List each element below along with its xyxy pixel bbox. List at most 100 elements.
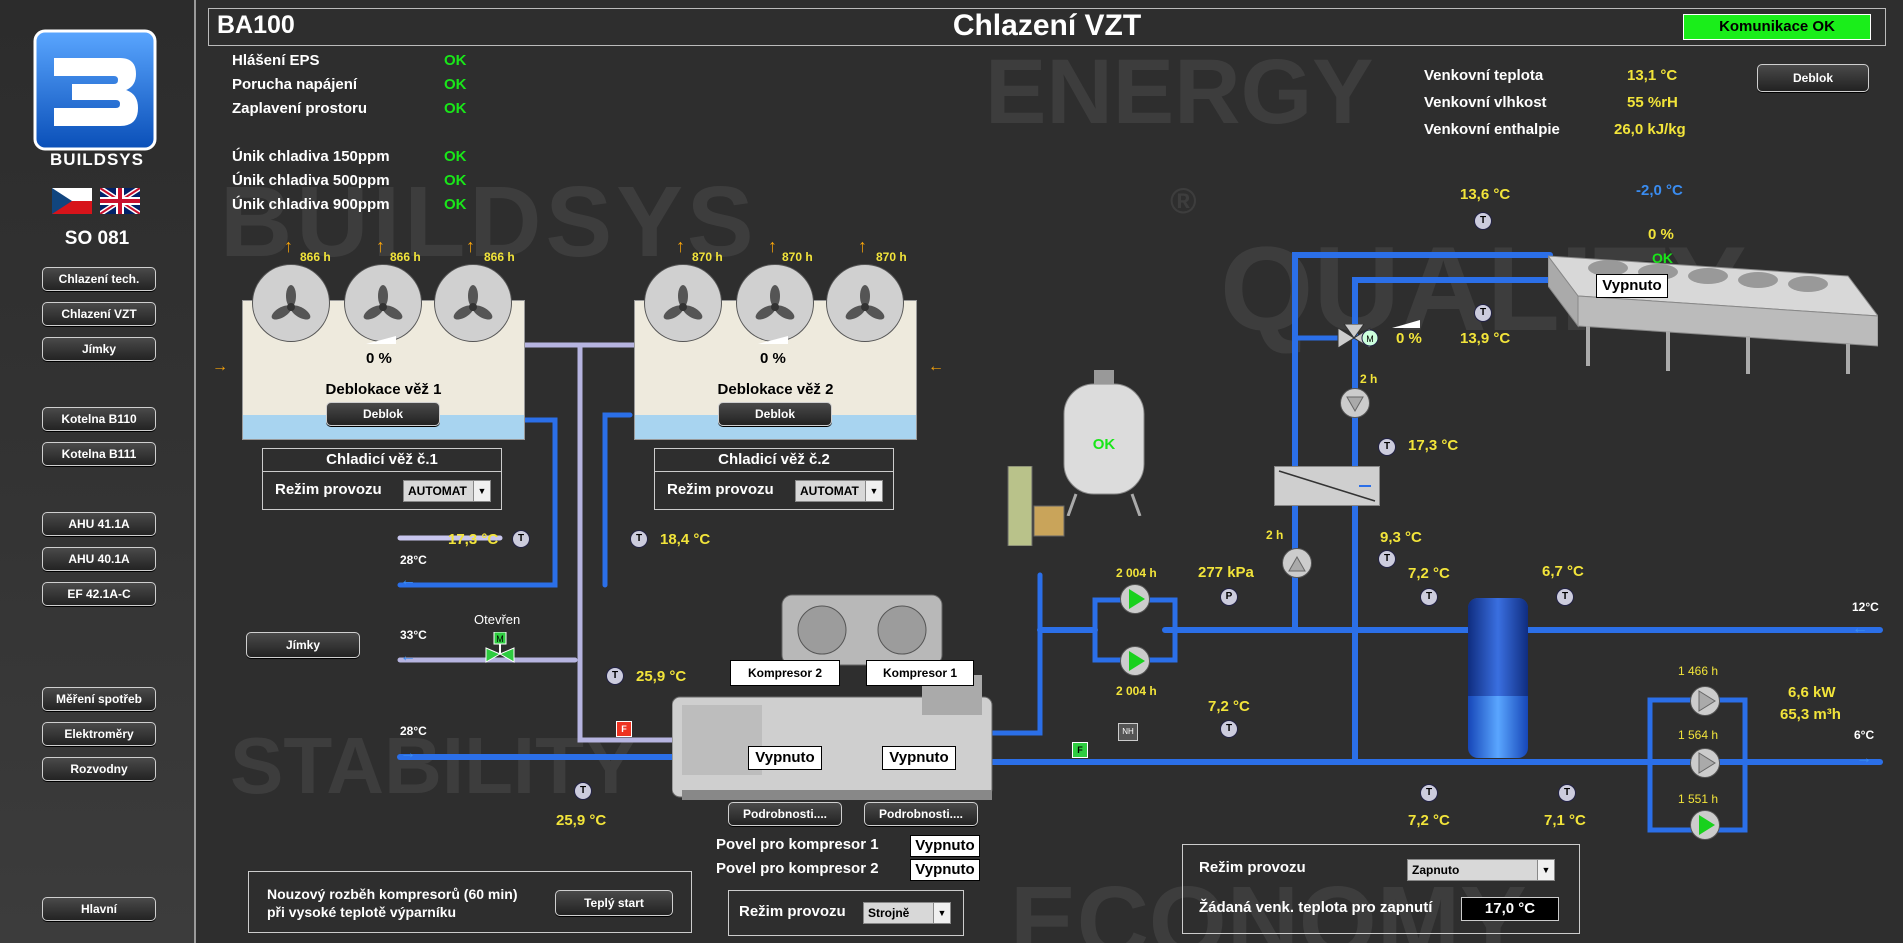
watermark-registered: ® — [1170, 180, 1197, 221]
svg-text:M: M — [496, 634, 504, 644]
fc-mixing-valve-icon[interactable]: M — [1334, 323, 1379, 354]
cmd-2-value[interactable]: Vypnuto — [910, 859, 980, 881]
emergency-panel: Nouzový rozběh kompresorů (60 min) při v… — [248, 871, 692, 933]
nav-elektromery[interactable]: Elektroměry — [42, 722, 156, 746]
flag-cz-icon[interactable] — [52, 188, 92, 214]
fc-valve-ramp-icon — [1392, 320, 1420, 328]
chiller-mode-panel: Režim provozu Strojně▼ — [728, 890, 964, 936]
tower-1-fan-pct: 0 % — [366, 350, 392, 367]
fc-temp-supply-top-sensor-icon: T — [1474, 212, 1492, 230]
expansion-status: OK — [1092, 436, 1116, 453]
fan-icon — [755, 285, 795, 320]
cond-temp-tower-out: 18,4 °C — [660, 531, 711, 548]
nav-ahu-41-1a[interactable]: AHU 41.1A — [42, 512, 156, 536]
outdoor-hum-label: Venkovní vlhkost — [1424, 94, 1547, 111]
tower-2-deblock-title: Deblokace věž 2 — [717, 381, 834, 398]
chevron-down-icon: ▼ — [473, 481, 490, 501]
tower-2-fan-3[interactable] — [826, 264, 904, 342]
chiller-icon — [671, 594, 993, 800]
outdoor-deblok-button[interactable]: Deblok — [1757, 64, 1869, 92]
compressor-1-state: Vypnuto — [882, 746, 956, 770]
fc-pump-a-icon[interactable] — [1340, 388, 1370, 418]
tower-1-fan-1[interactable] — [252, 264, 330, 342]
cmd-1-value[interactable]: Vypnuto — [910, 835, 980, 857]
outdoor-enth-value: 26,0 kJ/kg — [1614, 121, 1686, 138]
tower-2-deblok-button[interactable]: Deblok — [718, 402, 832, 426]
fc-temp-return-top-sensor-icon: T — [1474, 304, 1492, 322]
nav-hlavni[interactable]: Hlavní — [42, 897, 156, 921]
outdoor-enth-label: Venkovní enthalpie — [1424, 121, 1560, 138]
chevron-down-icon: ▼ — [1537, 860, 1554, 880]
tower-2-fan-2[interactable] — [736, 264, 814, 342]
pump-top-icon[interactable] — [1120, 584, 1150, 614]
fc-mode-panel: Režim provozu Zapnuto▼ Žádaná venk. tepl… — [1182, 844, 1580, 934]
fc-mode-select[interactable]: Zapnuto▼ — [1407, 859, 1555, 881]
fc-setpoint-label: Žádaná venk. teplota pro zapnutí — [1199, 899, 1433, 916]
sec-pump-1-icon[interactable] — [1690, 686, 1720, 716]
nav-kotelna-b111[interactable]: Kotelna B111 — [42, 442, 156, 466]
tower-1-panel: Chladicí věž č.1 Režim provozu AUTOMAT▼ — [262, 448, 502, 510]
alarm-label-leak-900: Únik chladiva 900ppm — [232, 196, 390, 213]
nav-ahu-40-1a[interactable]: AHU 40.1A — [42, 547, 156, 571]
tower-1-deblok-button[interactable]: Deblok — [326, 402, 440, 426]
valve-state: Otevřen — [474, 612, 521, 627]
cond-supply-label: 28°C — [400, 724, 427, 738]
nav-mereni-spotreb[interactable]: Měření spotřeb — [42, 687, 156, 711]
tower-2-panel: Chladicí věž č.2 Režim provozu AUTOMAT▼ — [654, 448, 894, 510]
three-way-valve-icon[interactable]: M — [484, 631, 516, 668]
warm-start-button[interactable]: Teplý start — [555, 890, 673, 916]
fc-setpoint-value[interactable]: 17,0 °C — [1461, 897, 1559, 921]
tower-1-deblock-title: Deblokace věž 1 — [325, 381, 442, 398]
tower-1-mode-label: Režim provozu — [275, 481, 382, 498]
compressor-2-details-button[interactable]: Podrobnosti.... — [728, 802, 842, 826]
jimky-button[interactable]: Jímky — [246, 632, 360, 658]
fc-pump-a-hours: 2 h — [1360, 372, 1378, 386]
tower-2-mode-select[interactable]: AUTOMAT▼ — [795, 480, 883, 502]
nav-chlazeni-tech[interactable]: Chlazení tech. — [42, 267, 156, 291]
tower-1-up-arrow-icon: ↑ — [466, 236, 475, 256]
tower-2-fan-1[interactable] — [644, 264, 722, 342]
pressure-sensor-icon: P — [1220, 588, 1238, 606]
tower-1-fan-2[interactable] — [344, 264, 422, 342]
chiller-unit — [671, 585, 1004, 815]
tower-1-up-arrow-icon: ↑ — [376, 236, 385, 256]
chiller-mode-select[interactable]: Strojně▼ — [863, 902, 951, 924]
nav-jimky[interactable]: Jímky — [42, 337, 156, 361]
alarm-label-leak-150: Únik chladiva 150ppm — [232, 148, 390, 165]
tower-2-up-arrow-icon: ↑ — [676, 236, 685, 256]
watermark-buildsys: BUILDSYS — [220, 166, 758, 278]
chiller-mode-label: Režim provozu — [739, 903, 846, 920]
cond-33-arrow-icon: ← — [400, 648, 416, 665]
temp-tank-out-top: 6,7 °C — [1542, 563, 1584, 580]
fan-icon — [845, 285, 885, 320]
pump-bottom-icon[interactable] — [1120, 646, 1150, 676]
heat-exchanger-icon — [1278, 470, 1376, 502]
cond-temp-tower-sensor-icon: T — [630, 530, 648, 548]
flag-uk-icon[interactable] — [98, 185, 142, 217]
tower-2-ramp-icon — [758, 336, 788, 344]
tower-1-mode-select[interactable]: AUTOMAT▼ — [403, 480, 491, 502]
power-value: 6,6 kW — [1788, 684, 1836, 701]
expansion-vessel: OK — [1062, 370, 1146, 517]
cond-return-arrow-icon: ← — [400, 572, 416, 589]
compressor-1-details-button[interactable]: Podrobnosti.... — [864, 802, 978, 826]
nav-rozvodny[interactable]: Rozvodny — [42, 757, 156, 781]
fc-unit-state: Vypnuto — [1596, 274, 1668, 298]
fc-pump-b-hours: 2 h — [1266, 528, 1284, 542]
fc-pump-b-icon[interactable] — [1282, 548, 1312, 578]
tower-2-up-arrow-icon: ↑ — [858, 236, 867, 256]
watermark-energy: ENERGY — [985, 41, 1374, 143]
nav-ef-42-1a-c[interactable]: EF 42.1A-C — [42, 582, 156, 606]
heat-exchanger[interactable] — [1274, 466, 1380, 506]
temp-evap-sensor-icon: T — [1220, 720, 1238, 738]
sec-pump-3-icon[interactable] — [1690, 810, 1720, 840]
temp-tank-out-top-sensor-icon: T — [1556, 588, 1574, 606]
tower-1-fan-3[interactable] — [434, 264, 512, 342]
nav-chlazeni-vzt[interactable]: Chlazení VZT — [42, 302, 156, 326]
sec-pump-2-icon[interactable] — [1690, 748, 1720, 778]
fc-temp-hx-bottom-sensor-icon: T — [1378, 550, 1396, 568]
tower-1-fan-3-hours: 866 h — [484, 250, 515, 264]
comm-status-badge: Komunikace OK — [1683, 14, 1871, 40]
fc-temp-hx-bottom: 9,3 °C — [1380, 529, 1422, 546]
nav-kotelna-b110[interactable]: Kotelna B110 — [42, 407, 156, 431]
